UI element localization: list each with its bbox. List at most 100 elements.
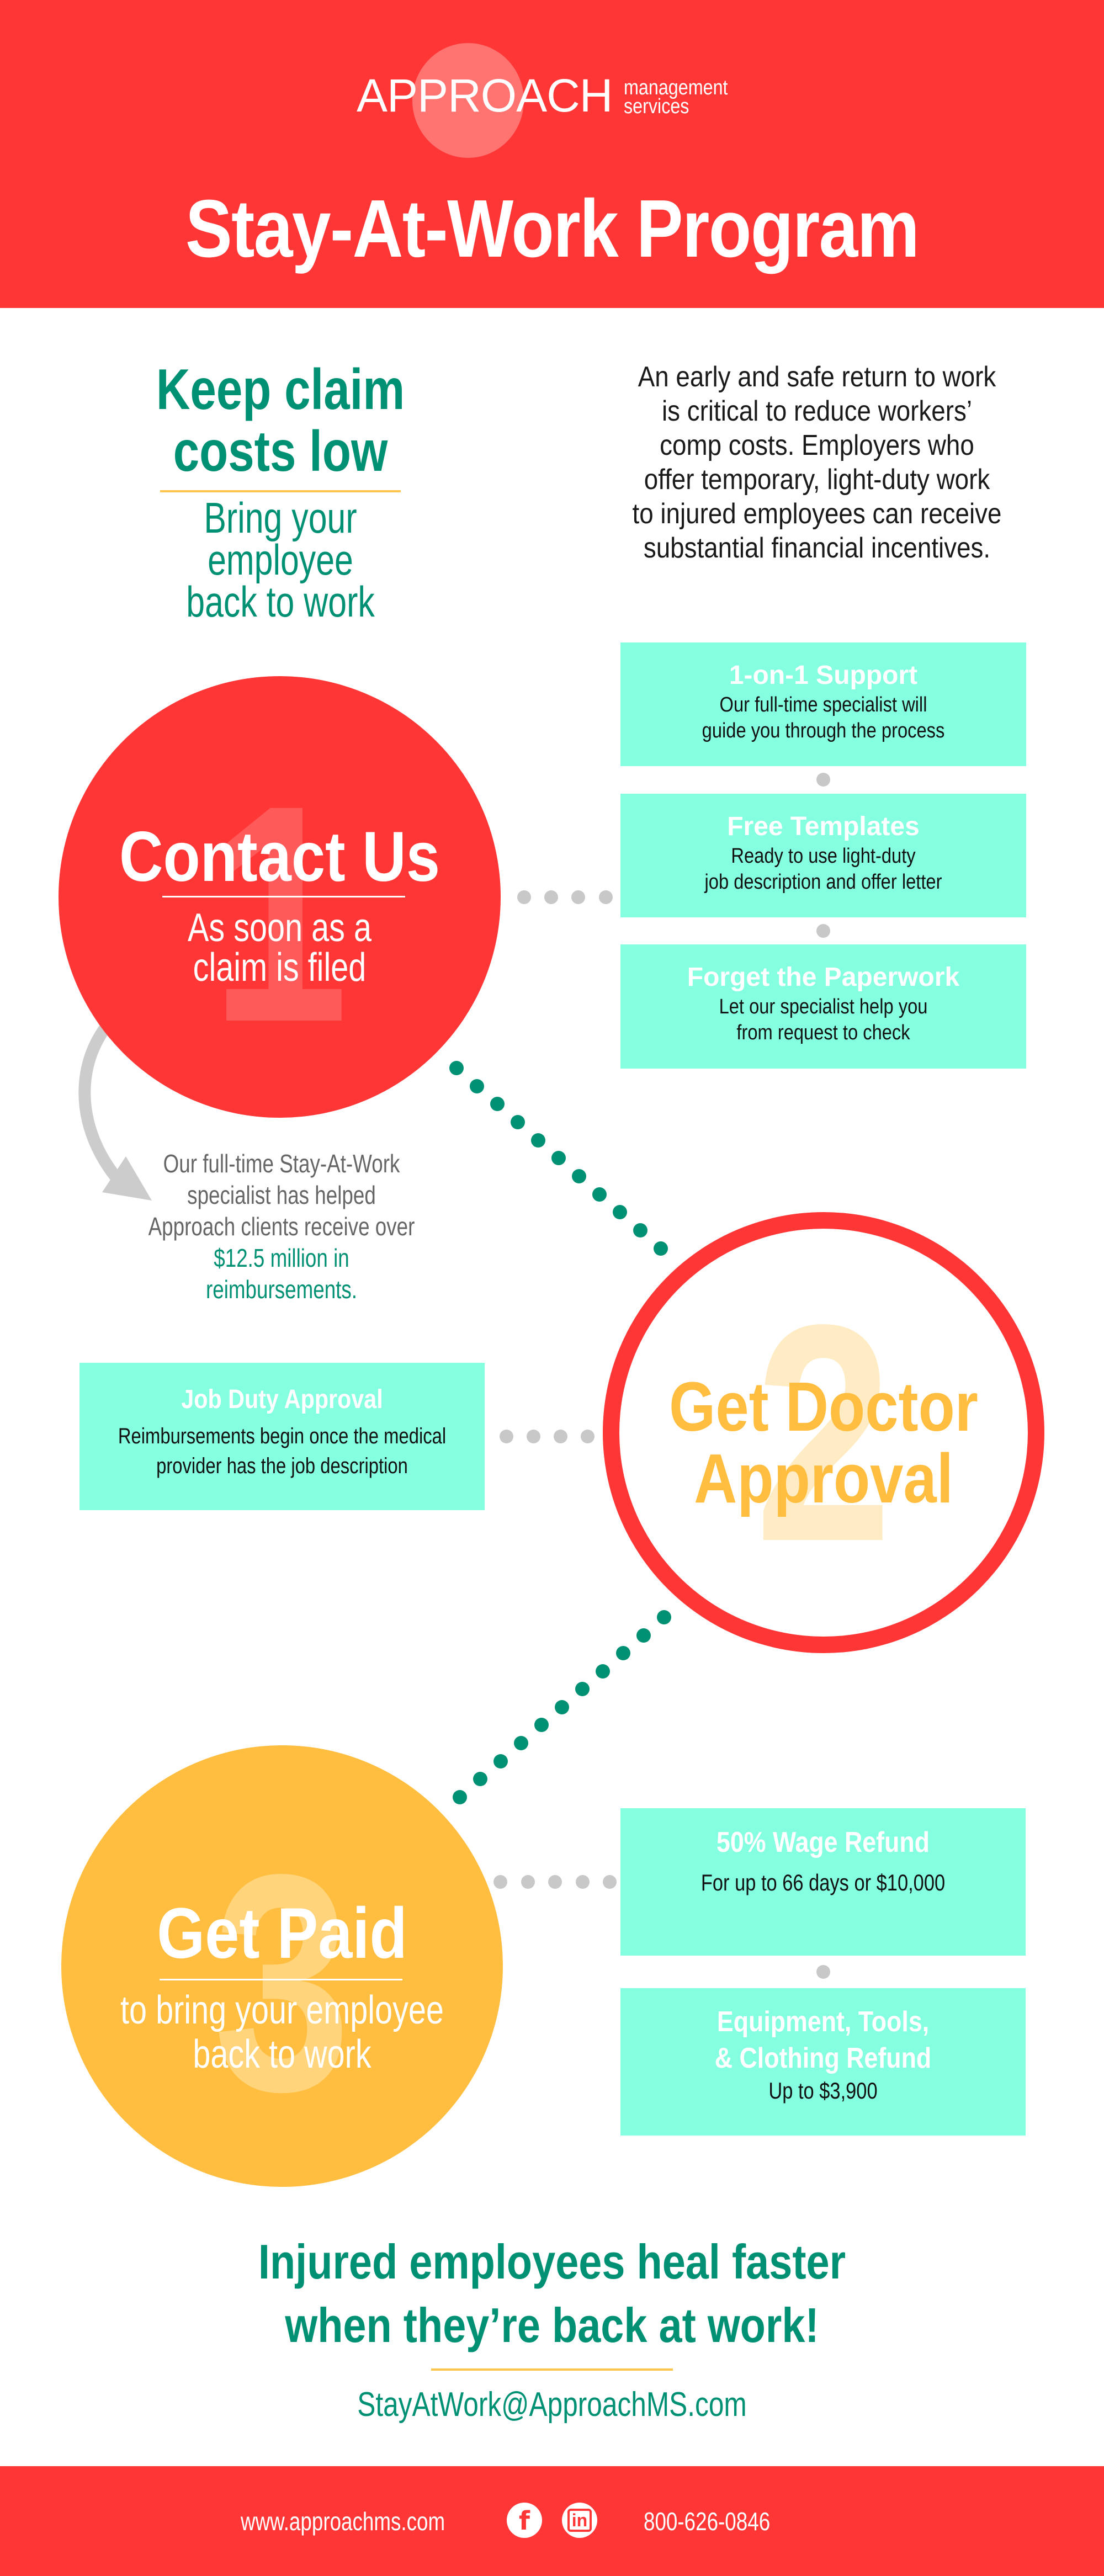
connector-dot [603, 1875, 617, 1889]
page-title: Stay-At-Work Program [185, 183, 920, 274]
connector-dot [521, 1875, 535, 1889]
step-2-title-line2: Approval [694, 1440, 953, 1517]
path-dot [633, 1223, 647, 1237]
closing-line1: Injured employees heal faster [258, 2234, 846, 2289]
path-dot [592, 1187, 607, 1202]
path-dot [575, 1682, 590, 1696]
path-dot [657, 1610, 671, 1624]
card-text-line1: Let our specialist help you [719, 995, 928, 1018]
reimbursement-stat: Our full-time Stay-At-Work specialist ha… [136, 1148, 427, 1305]
intro-headline-block: Keep claim costs low Bring your employee… [115, 359, 446, 623]
path-dot [493, 1754, 508, 1768]
connector-dot [571, 890, 585, 904]
stat-highlight: $12.5 million in reimbursements. [205, 1244, 358, 1304]
linkedin-icon[interactable]: in [562, 2503, 597, 2538]
connector-dot [517, 890, 531, 904]
intro-body-line: comp costs. Employers who [660, 429, 974, 461]
step-3-number: 3 [213, 1810, 351, 2155]
phone-number[interactable]: 800-626-0846 [644, 2507, 771, 2536]
step-3-title: Get Paid [157, 1893, 407, 1973]
intro-headline-line2: costs low [173, 419, 388, 484]
card-forget-the-paperwork: Forget the Paperwork Let our specialist … [620, 944, 1026, 1069]
intro-body: An early and safe return to work is crit… [623, 360, 1011, 565]
connector-dot [599, 890, 613, 904]
connector-dot [816, 1965, 830, 1979]
path-dot [616, 1646, 630, 1660]
card-1-on-1-support: 1-on-1 Support Our full-time specialist … [620, 642, 1026, 766]
stat-line2: specialist has helped [187, 1181, 376, 1209]
step-2-title: Get Doctor Approval [648, 1371, 999, 1515]
facebook-icon[interactable]: f [507, 2503, 542, 2538]
path-dot [470, 1079, 484, 1093]
logo-tagline-line1: management [624, 76, 728, 99]
card-text-line1: Our full-time specialist will [719, 693, 927, 716]
path-dot [555, 1700, 569, 1714]
step-1-title: Contact Us [119, 817, 440, 896]
card-wage-refund: 50% Wage Refund For up to 66 days or $10… [620, 1808, 1026, 1956]
intro-body-line: is critical to reduce workers’ [662, 395, 972, 427]
website-link[interactable]: www.approachms.com [241, 2507, 445, 2536]
card-text-line2: guide you through the process [702, 719, 945, 742]
path-dot [531, 1133, 545, 1148]
closing-line2: when they’re back at work! [285, 2298, 819, 2352]
path-dot [636, 1628, 651, 1643]
connector-dot [816, 924, 830, 938]
intro-body-line: substantial financial incentives. [643, 532, 991, 564]
step-3-divider [160, 1979, 402, 1980]
card-text-line1: Reimbursements begin once the medical [118, 1424, 447, 1448]
connector-dot [527, 1430, 540, 1443]
linkedin-glyph: in [567, 2509, 592, 2532]
step-2-title-line1: Get Doctor [669, 1368, 978, 1446]
intro-body-line: to injured employees can receive [632, 498, 1002, 530]
card-title-line2: & Clothing Refund [714, 2042, 932, 2074]
card-job-duty-approval: Job Duty Approval Reimbursements begin o… [79, 1363, 485, 1510]
connector-dot [548, 1875, 562, 1889]
intro-headline-line1: Keep claim [156, 358, 405, 422]
step-3-subtitle: to bring your employee back to work [105, 1988, 459, 2076]
step-2-circle: 2 Get Doctor Approval [603, 1212, 1044, 1653]
card-text-line2: provider has the job description [156, 1454, 408, 1478]
step-1-subtitle-line1: As soon as a [188, 906, 371, 950]
connector-dot [544, 890, 558, 904]
intro-subhead-line2: back to work [186, 577, 375, 626]
card-title: 1-on-1 Support [729, 661, 918, 690]
card-text: Our full-time specialist will guide you … [649, 692, 997, 744]
path-dot [473, 1772, 487, 1786]
card-title: Free Templates [727, 812, 920, 841]
connector-dot [816, 773, 830, 787]
intro-body-line: offer temporary, light-duty work [644, 464, 990, 496]
logo-tagline: management services [624, 76, 728, 118]
card-text: For up to 66 days or $10,000 [700, 1869, 946, 1895]
card-text-line2: job description and offer letter [704, 870, 942, 894]
card-text: Reimbursements begin once the medical pr… [116, 1417, 448, 1481]
card-title: 50% Wage Refund [716, 1826, 930, 1858]
card-text: Up to $3,900 [768, 2078, 878, 2104]
card-text: Let our specialist help you from request… [649, 994, 997, 1046]
path-dot [514, 1736, 528, 1750]
step-1-circle: 1 Contact Us As soon as a claim is filed [59, 676, 501, 1118]
step-1-subtitle-line2: claim is filed [193, 946, 367, 990]
intro-body-line: An early and safe return to work [638, 361, 996, 393]
card-title: Forget the Paperwork [687, 963, 960, 992]
logo-wordmark: APPROACH [357, 70, 613, 121]
intro-divider [160, 490, 401, 492]
path-dot [453, 1790, 467, 1804]
path-dot [654, 1241, 668, 1256]
path-dot [449, 1061, 464, 1075]
step-3-circle: 3 Get Paid to bring your employee back t… [61, 1745, 503, 2187]
card-title-line1: Equipment, Tools, [716, 2006, 930, 2038]
connector-dot [581, 1430, 595, 1443]
logo-tagline-line2: services [624, 95, 689, 118]
step-3-subtitle-line2: back to work [193, 2032, 371, 2076]
card-text: Ready to use light-duty job description … [649, 843, 997, 895]
intro-subhead-line1: Bring your employee [204, 493, 357, 584]
contact-email-link[interactable]: StayAtWork@ApproachMS.com [357, 2386, 747, 2424]
closing-divider [431, 2368, 673, 2371]
logo-circle [412, 43, 524, 158]
step-2-number: 2 [755, 1260, 893, 1606]
path-dot [551, 1151, 566, 1165]
card-title: Job Duty Approval [181, 1385, 383, 1414]
step-1-number: 1 [210, 741, 349, 1086]
connector-dot [500, 1430, 513, 1443]
path-dot [534, 1718, 549, 1732]
